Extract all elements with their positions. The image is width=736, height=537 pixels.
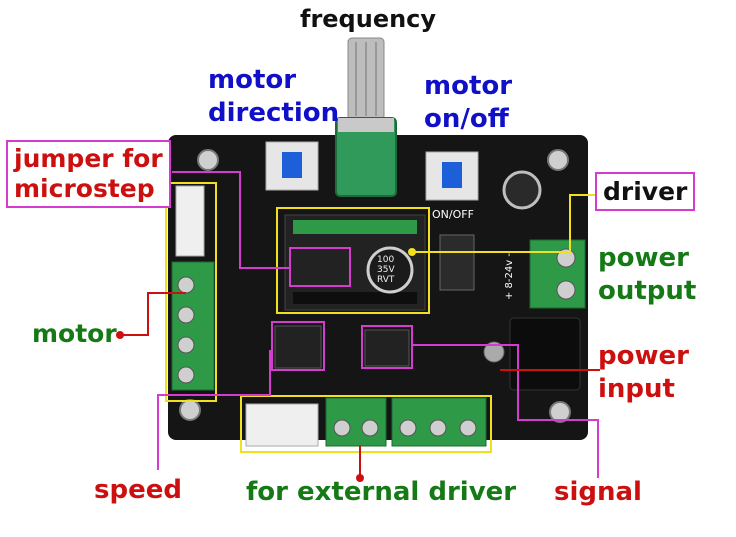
label-frequency: frequency [300,5,437,33]
highlight-driver [276,207,430,314]
label-speed: speed [94,475,182,505]
driver-leader [412,194,595,253]
speed-jumper [274,325,322,369]
highlight-external [240,395,492,453]
mount-hole [549,401,571,423]
capacitor-text: 100 35V RVT [377,255,397,285]
mount-hole [197,149,219,171]
label-motor: motor [32,319,117,348]
dc-jack [509,317,581,391]
mount-hole [547,149,569,171]
external-driver-terminal-a [325,397,387,447]
label-signal: signal [554,477,642,507]
jumper-leader [172,171,290,269]
onoff-switch [425,151,479,201]
speed-leader [157,350,271,470]
motor-leader [120,292,186,336]
label-external-driver: for external driver [246,477,517,507]
label-power-output: power output [598,243,697,306]
bottom-white-header [245,403,319,447]
label-motor-direction: motor direction [208,65,340,128]
onoff-silk: ON/OFF [432,208,474,221]
capacitor [366,246,414,294]
voltage-silk: + 8-24v - [504,253,515,300]
white-header-left [175,185,205,257]
signal-jumper [364,329,410,367]
label-power-input: power input [598,341,689,404]
signal-leader [412,344,599,478]
power-output-terminal [529,239,586,309]
label-jumper-microstep: jumper for microstep [6,140,171,208]
highlight-signal [361,325,413,369]
mount-hole [179,399,201,421]
label-motor-onoff: motor on/off [424,71,513,134]
label-driver: driver [595,172,696,212]
highlight-speed [271,321,325,371]
